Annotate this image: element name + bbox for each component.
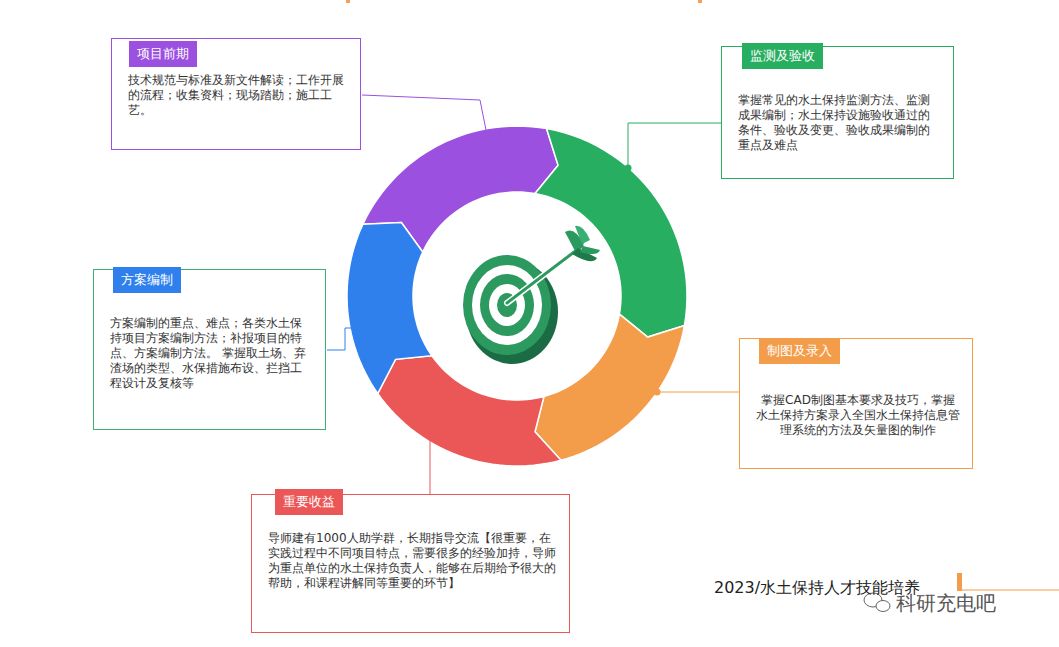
ring-segment	[535, 314, 684, 460]
body-text: 导师建有1000人助学群，长期指导交流【很重要，在实践过程中不同项目特点，需要很…	[268, 531, 557, 591]
ring-segment	[347, 222, 432, 393]
topic-box: 方案编制方案编制的重点、难点；各类水土保持项目方案编制方法；补报项目的特点、方案…	[93, 269, 326, 430]
heading-tab: 监测及验收	[742, 43, 823, 69]
ring-segment	[535, 129, 687, 337]
heading-tab: 制图及录入	[759, 338, 840, 364]
body-text: 掌握CAD制图基本要求及技巧，掌握水土保持方案录入全国水土保持信息管理系统的方法…	[756, 393, 960, 438]
top-mark	[346, 0, 350, 3]
watermark: 科研充电吧	[896, 590, 996, 617]
leader-lines	[327, 95, 739, 494]
target-icon	[463, 226, 600, 364]
heading-tab: 重要收益	[275, 489, 343, 515]
cycle-ring	[347, 126, 687, 466]
body-text: 掌握常见的水土保持监测方法、监测成果编制；水土保持设施验收通过的条件、验收及变更…	[738, 93, 941, 153]
heading-tab: 方案编制	[113, 267, 181, 293]
topic-box: 监测及验收掌握常见的水土保持监测方法、监测成果编制；水土保持设施验收通过的条件、…	[721, 46, 954, 179]
title-rule	[962, 590, 1059, 591]
body-text: 方案编制的重点、难点；各类水土保持项目方案编制方法；补报项目的特点、方案编制方法…	[110, 316, 313, 391]
ring-segment	[378, 356, 561, 466]
body-text: 技术规范与标准及新文件解读；工作开展的流程；收集资料；现场踏勘；施工工艺。	[128, 73, 348, 118]
heading-tab: 项目前期	[129, 41, 197, 67]
topic-box: 项目前期技术规范与标准及新文件解读；工作开展的流程；收集资料；现场踏勘；施工工艺…	[111, 38, 361, 150]
title-bar	[957, 573, 962, 591]
topic-box: 重要收益导师建有1000人助学群，长期指导交流【很重要，在实践过程中不同项目特点…	[251, 494, 570, 633]
top-mark	[698, 0, 702, 3]
footer-title: 2023/水土保持人才技能培养	[714, 578, 920, 599]
topic-box: 制图及录入掌握CAD制图基本要求及技巧，掌握水土保持方案录入全国水土保持信息管理…	[739, 338, 973, 469]
leader-dots	[360, 137, 661, 426]
